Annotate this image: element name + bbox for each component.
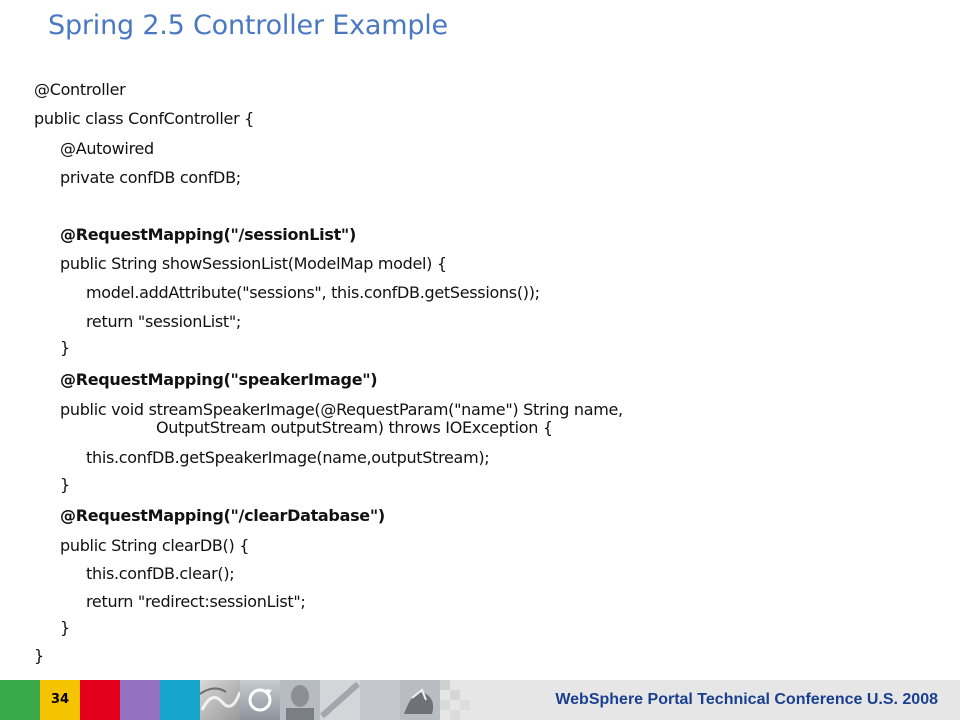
code-line: public String showSessionList(ModelMap m…: [60, 254, 447, 273]
footer-color-block-cyan: [160, 680, 200, 720]
slide-title: Spring 2.5 Controller Example: [48, 10, 448, 41]
code-line: public class ConfController {: [34, 109, 255, 128]
annotation-line: @RequestMapping("speakerImage"): [60, 370, 378, 389]
footer-color-block-green: [0, 680, 40, 720]
code-line: this.confDB.getSpeakerImage(name,outputS…: [86, 448, 490, 467]
code-line: return "sessionList";: [86, 312, 242, 331]
footer-bar: 34: [0, 680, 960, 720]
code-line: this.confDB.clear();: [86, 564, 235, 583]
code-line: }: [60, 475, 70, 494]
page-number: 34: [50, 692, 70, 707]
code-line: }: [60, 618, 70, 637]
annotation-line: @RequestMapping("/clearDatabase"): [60, 506, 385, 525]
code-line: @Controller: [34, 80, 126, 99]
code-line: public String clearDB() {: [60, 536, 250, 555]
annotation-line: @RequestMapping("/sessionList"): [60, 225, 356, 244]
code-line: }: [60, 338, 70, 357]
code-line: @Autowired: [60, 139, 154, 158]
footer-image-strip: [200, 680, 500, 720]
code-line: public void streamSpeakerImage(@RequestP…: [60, 400, 623, 419]
code-line: OutputStream outputStream) throws IOExce…: [156, 418, 553, 437]
decorative-photo-strip-icon: [200, 680, 500, 720]
code-line: model.addAttribute("sessions", this.conf…: [86, 283, 540, 302]
footer-color-block-yellow: [40, 680, 80, 720]
footer-color-block-red: [80, 680, 120, 720]
code-line: private confDB confDB;: [60, 168, 241, 187]
footer-color-block-purple: [120, 680, 160, 720]
code-line: return "redirect:sessionList";: [86, 592, 306, 611]
code-line: }: [34, 646, 44, 665]
conference-name: WebSphere Portal Technical Conference U.…: [555, 691, 938, 708]
